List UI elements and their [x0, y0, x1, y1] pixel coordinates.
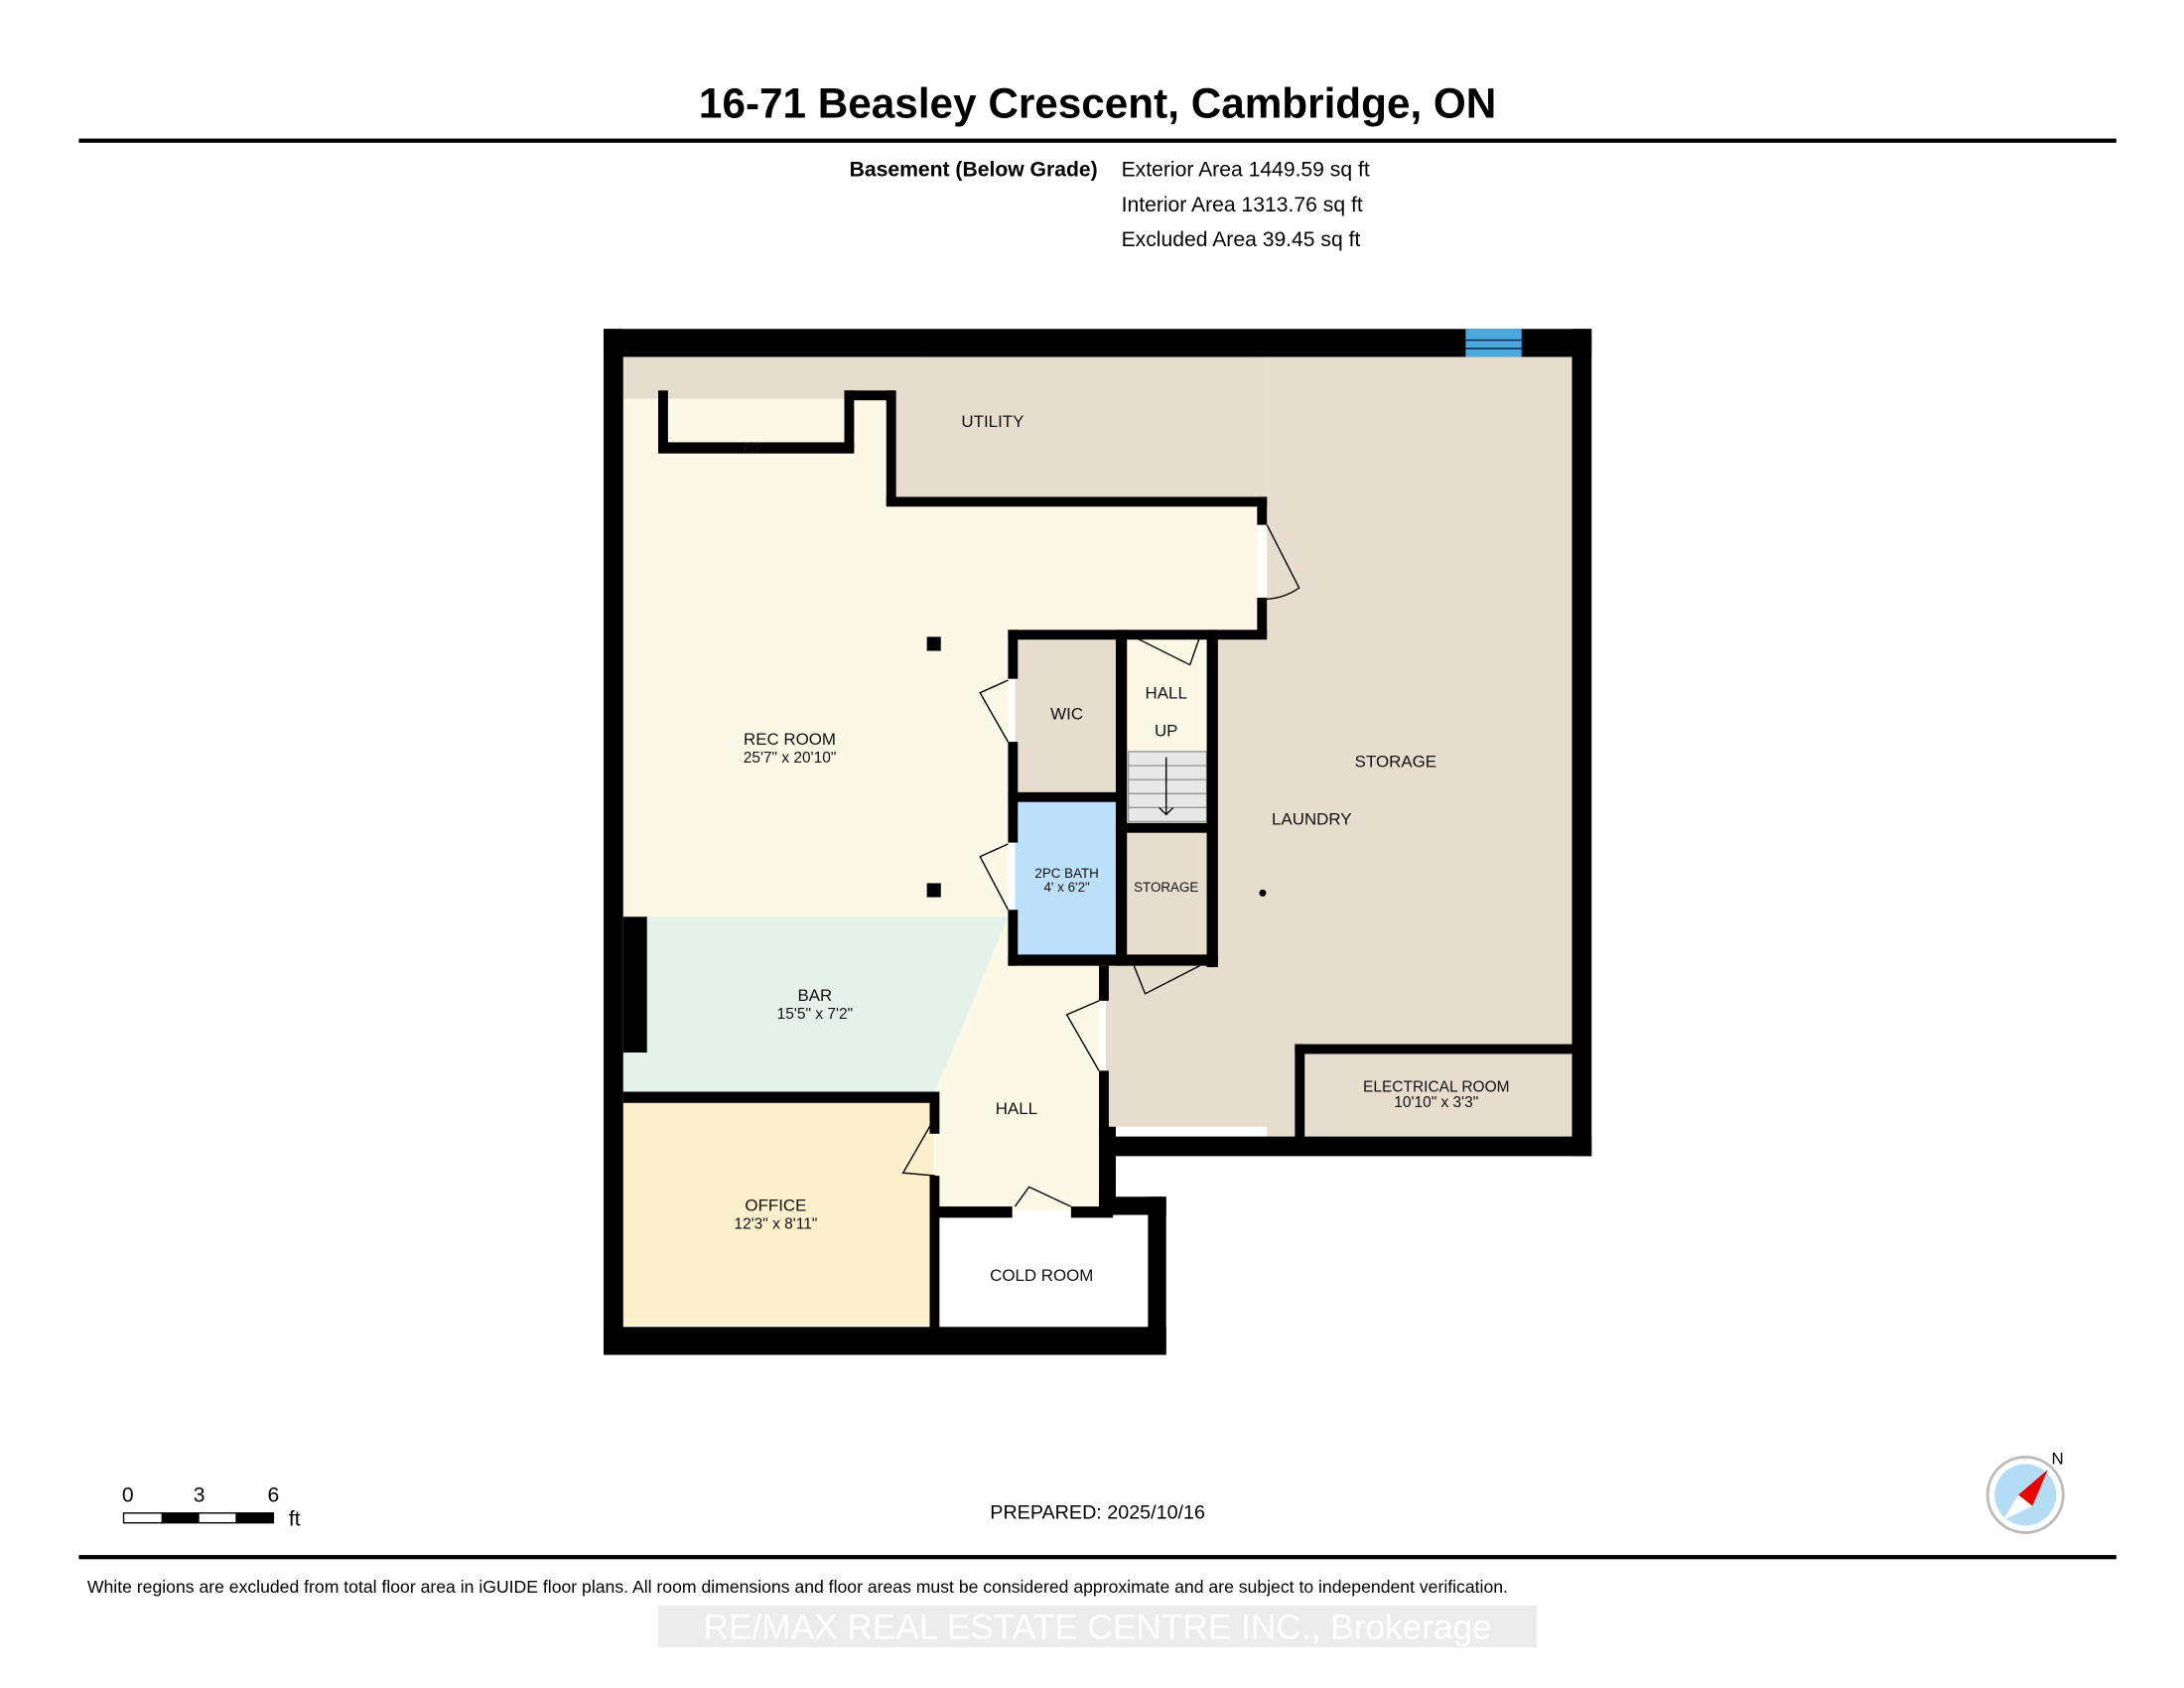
exterior-area: Exterior Area 1449.59 sq ft: [1122, 159, 1370, 182]
label-storage-large: STORAGE: [1355, 752, 1436, 771]
label-bar: BAR: [798, 986, 833, 1005]
door[interactable]: [1133, 635, 1201, 666]
scale-unit: ft: [289, 1507, 301, 1530]
room-labels: UTILITY F/P REC ROOM 25'7" x 20'10" WIC …: [734, 412, 1509, 1285]
storage-small-room: [1127, 832, 1208, 959]
label-hall-lower: HALL: [996, 1099, 1037, 1118]
stairs: [1127, 751, 1208, 823]
dims-bath: 4' x 6'2": [1043, 880, 1090, 895]
dims-rec-room: 25'7" x 20'10": [744, 750, 837, 767]
door[interactable]: [1133, 965, 1200, 995]
door[interactable]: [979, 843, 1010, 911]
label-hall-upper: HALL: [1146, 683, 1187, 702]
label-utility: UTILITY: [961, 412, 1024, 431]
compass-icon: N: [1985, 1449, 2065, 1534]
window: [1465, 329, 1522, 357]
dims-office: 12'3" x 8'11": [734, 1216, 817, 1233]
door[interactable]: [1065, 1000, 1100, 1071]
label-rec-room: REC ROOM: [744, 730, 836, 749]
watermark: RE/MAX REAL ESTATE CENTRE INC., Brokerag…: [703, 1609, 1491, 1647]
header-divider: [78, 138, 2116, 143]
office-room: [622, 1101, 934, 1326]
rec-room: [622, 398, 889, 917]
dims-bar: 15'5" x 7'2": [777, 1006, 853, 1023]
rec-room-ext: [882, 503, 1258, 634]
label-stairs-up: UP: [1155, 721, 1178, 740]
door[interactable]: [901, 1116, 936, 1177]
door[interactable]: [979, 679, 1010, 743]
walls: [604, 329, 1592, 1355]
excluded-area: Excluded Area 39.45 sq ft: [1122, 228, 1361, 251]
scale-tick-0: 0: [122, 1484, 134, 1507]
label-bath: 2PC BATH: [1034, 866, 1098, 881]
room-fills: [622, 356, 1572, 1326]
floor-label: Basement (Below Grade): [850, 159, 1098, 182]
interior-area: Interior Area 1313.76 sq ft: [1122, 194, 1363, 216]
disclaimer: White regions are excluded from total fl…: [87, 1577, 1508, 1597]
scale-tick-3: 3: [194, 1484, 205, 1507]
utility-room: [892, 356, 1268, 500]
bath-room: [1015, 800, 1119, 958]
label-wic: WIC: [1050, 705, 1083, 724]
label-storage-small: STORAGE: [1134, 880, 1198, 895]
door[interactable]: [1266, 524, 1300, 601]
bar-room: [622, 916, 1009, 1092]
label-fp: F/P: [743, 440, 763, 455]
label-office: OFFICE: [745, 1196, 806, 1214]
watermark-bg: [658, 1605, 1538, 1648]
label-electrical: ELECTRICAL ROOM: [1363, 1079, 1510, 1096]
dims-electrical: 10'10" x 3'3": [1394, 1094, 1478, 1111]
label-laundry: LAUNDRY: [1272, 809, 1352, 828]
storage-room: [1267, 356, 1572, 1137]
door[interactable]: [1014, 1186, 1072, 1207]
footer-divider: [78, 1555, 2116, 1560]
compass-north: N: [2052, 1449, 2064, 1468]
scale-tick-6: 6: [267, 1484, 279, 1507]
label-cold-room: COLD ROOM: [990, 1266, 1093, 1285]
electrical-room: [1301, 1053, 1572, 1137]
hall-lower-room: [935, 916, 1100, 1211]
prepared-date: PREPARED: 2025/10/16: [990, 1501, 1205, 1523]
scale-bar: 0 3 6 ft: [122, 1484, 301, 1531]
page-title: 16-71 Beasley Crescent, Cambridge, ON: [699, 79, 1496, 126]
wic-room: [1015, 636, 1119, 794]
doors: [901, 524, 1300, 1207]
